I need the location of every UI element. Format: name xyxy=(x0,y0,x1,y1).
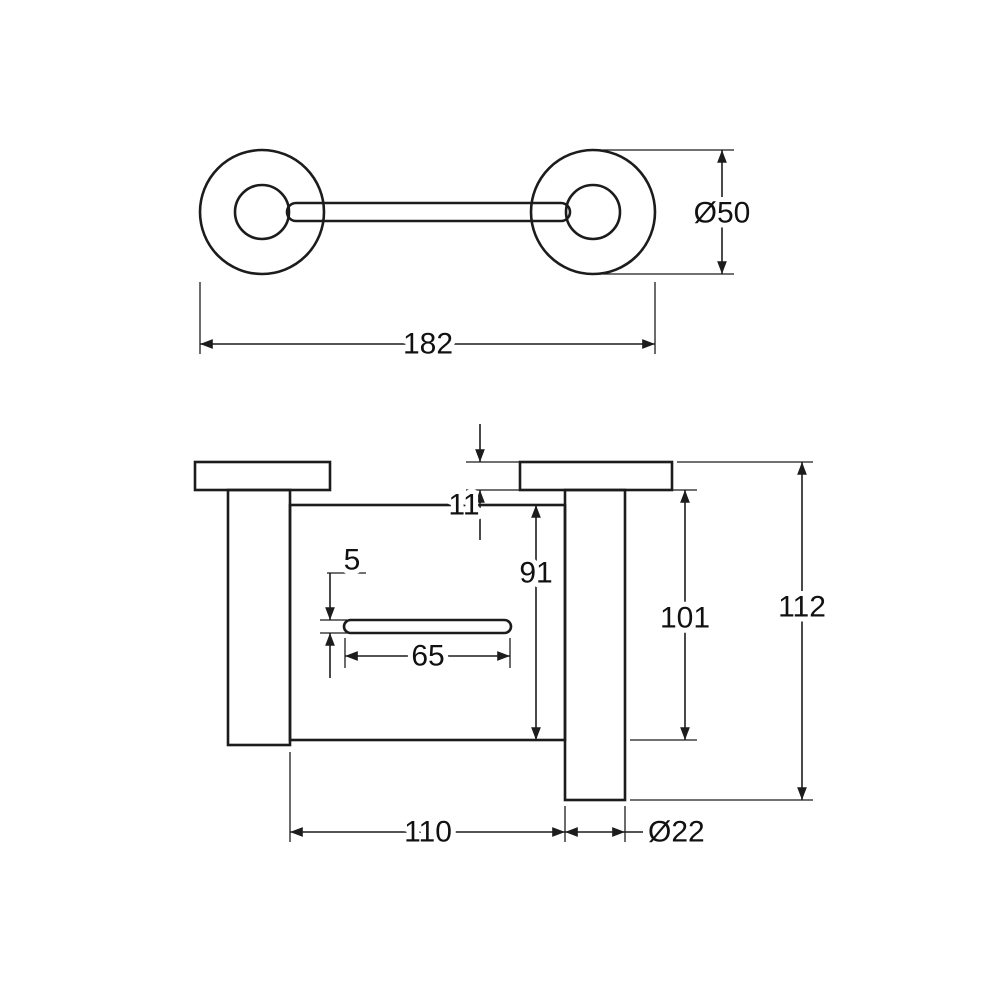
right-post xyxy=(563,488,627,802)
dim-plate-11: 11 xyxy=(443,424,522,540)
top-view xyxy=(198,148,657,276)
dim-post-101: 101 xyxy=(630,489,715,741)
right-flange-inner-circle xyxy=(564,183,622,241)
dim-inner-91: 91 xyxy=(514,504,558,740)
dim-shelf-5: 5 xyxy=(320,539,366,678)
dim-overall-112: 112 xyxy=(630,461,831,801)
connecting-bar xyxy=(285,201,572,223)
dim-width-182: 182 xyxy=(199,282,656,366)
dim-label-110: 110 xyxy=(404,816,452,849)
left-top-plate xyxy=(193,460,332,492)
dim-diameter-50: Ø50 xyxy=(600,149,755,275)
dim-label-diameter-50: Ø50 xyxy=(694,197,751,230)
body-panel xyxy=(288,503,567,742)
right-top-plate xyxy=(518,460,674,492)
dim-shelf-65: 65 xyxy=(344,635,511,678)
side-view xyxy=(193,460,674,802)
left-flange-inner-circle xyxy=(233,183,291,241)
dim-label-diameter-22: Ø22 xyxy=(648,816,705,849)
dim-label-65: 65 xyxy=(411,640,444,673)
dim-label-101: 101 xyxy=(660,602,710,635)
dim-label-91: 91 xyxy=(519,557,552,590)
left-flange-outer-circle xyxy=(198,148,326,276)
left-post xyxy=(226,488,292,747)
dim-body-110: 110 xyxy=(289,752,566,854)
shelf-bar xyxy=(342,618,513,635)
dim-label-182: 182 xyxy=(403,328,453,361)
dim-label-11: 11 xyxy=(448,489,479,522)
dim-label-112: 112 xyxy=(778,591,826,624)
dim-label-5: 5 xyxy=(344,544,361,577)
right-flange-outer-circle xyxy=(529,148,657,276)
dim-post-diameter-22: Ø22 xyxy=(565,806,710,854)
